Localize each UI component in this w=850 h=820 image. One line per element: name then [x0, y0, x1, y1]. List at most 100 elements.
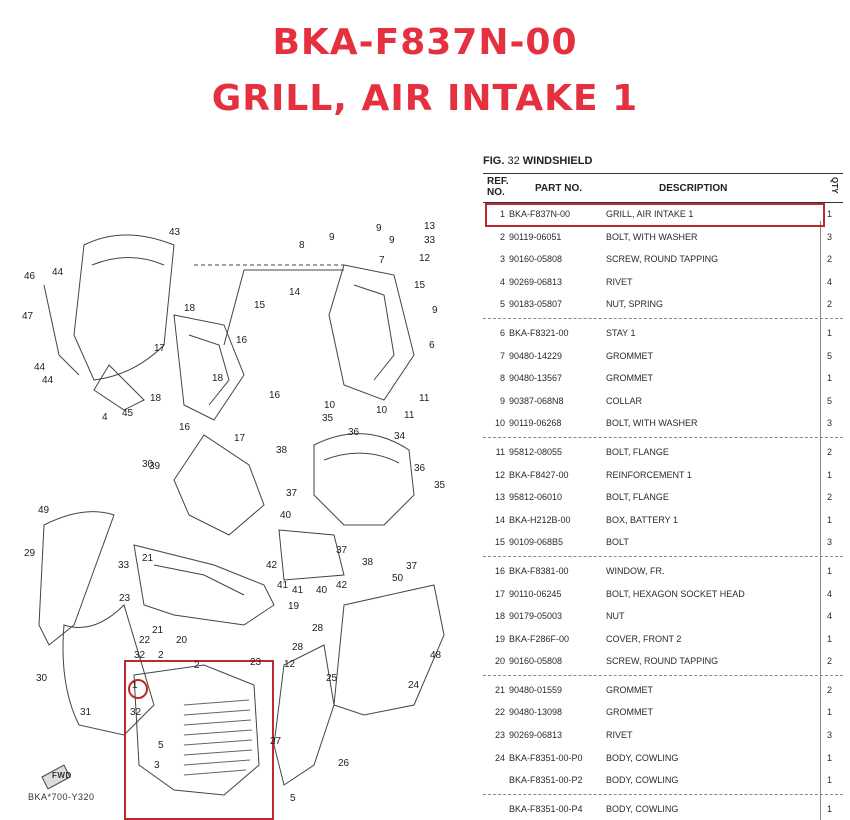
description: STAY 1	[606, 327, 636, 338]
callout-18: 18	[184, 303, 196, 314]
callout-10: 10	[324, 400, 336, 411]
ref-no: 11	[495, 446, 505, 457]
description: BODY, COWLING	[606, 752, 679, 763]
fig-label: FIG.	[483, 155, 505, 167]
description: COVER, FRONT 2	[606, 633, 682, 644]
quantity: 1	[827, 803, 833, 814]
callout-35b: 35	[434, 480, 446, 491]
callout-16b: 16	[236, 335, 248, 346]
part-no: 90480-13567	[509, 373, 563, 384]
callout-13: 13	[424, 221, 436, 232]
callout-15b: 15	[414, 280, 426, 291]
quantity: 1	[827, 209, 833, 219]
description: BOLT, FLANGE	[606, 492, 669, 503]
group-separator	[483, 555, 843, 557]
part-name-heading: GRILL, AIR INTAKE 1	[211, 78, 639, 119]
callout-33: 33	[424, 235, 436, 246]
ref-no: 14	[494, 514, 505, 525]
description: SCREW, ROUND TAPPING	[606, 656, 719, 667]
quantity: 2	[827, 254, 833, 265]
callout-32: 32	[134, 650, 146, 661]
quantity: 1	[827, 327, 833, 338]
ref-no: 13	[494, 492, 505, 503]
group-separator	[483, 674, 843, 676]
callout-25: 25	[326, 673, 338, 684]
ref-no: 19	[494, 633, 505, 644]
quantity: 2	[827, 299, 833, 310]
callout-48: 48	[430, 650, 442, 661]
description: BODY, COWLING	[606, 775, 679, 786]
callout-21: 21	[142, 553, 154, 564]
callout-6: 6	[429, 340, 435, 351]
quantity: 3	[827, 418, 833, 429]
callout-42: 42	[266, 560, 278, 571]
ref-no: 17	[494, 588, 505, 599]
callout-10b: 10	[376, 405, 388, 416]
selected-row-highlight	[485, 203, 825, 227]
description: NUT	[606, 611, 625, 622]
col-part-no: PART NO.	[535, 183, 583, 194]
callout-16c: 16	[269, 390, 281, 401]
ref-no: 12	[494, 469, 505, 480]
ref-no: 7	[499, 350, 505, 361]
callout-1: 1	[132, 680, 138, 691]
callout-38: 38	[276, 445, 288, 456]
callout-5b: 5	[290, 793, 296, 804]
callout-9d: 9	[432, 305, 438, 316]
grill-highlight-box	[124, 660, 274, 820]
description: COLLAR	[606, 395, 643, 406]
description: RIVET	[606, 730, 633, 741]
callout-45: 45	[122, 408, 134, 419]
description: RIVET	[606, 276, 633, 287]
callout-2: 2	[158, 650, 164, 661]
callout-29: 29	[24, 548, 36, 559]
callout-12: 12	[419, 253, 431, 264]
part-no: BKA-H212B-00	[509, 514, 571, 525]
quantity: 1	[827, 514, 833, 525]
description: GROMMET	[606, 707, 653, 718]
callout-37b: 37	[336, 545, 348, 556]
callout-27: 27	[270, 736, 282, 747]
description: GROMMET	[606, 350, 653, 361]
callout-44: 44	[52, 267, 64, 278]
quantity: 4	[827, 588, 833, 599]
ref-no: 10	[494, 418, 505, 429]
callout-36b: 36	[414, 463, 426, 474]
description: WINDOW, FR.	[606, 565, 665, 576]
callout-46: 46	[24, 271, 36, 282]
windshield-shape	[73, 234, 175, 381]
callout-37c: 37	[406, 561, 418, 572]
part-no: BKA-F8427-00	[509, 469, 569, 480]
fig-name: WINDSHIELD	[522, 155, 593, 167]
ref-no: 22	[494, 707, 505, 718]
part-number-heading: BKA-F837N-00	[272, 22, 578, 63]
callout-22: 22	[139, 635, 151, 646]
part-no: 90269-06813	[509, 730, 563, 741]
callout-47: 47	[22, 311, 34, 322]
part-no: 90119-06051	[509, 231, 562, 242]
callout-41b: 41	[292, 585, 304, 596]
ref-no: 4	[499, 276, 505, 287]
description: BOLT, WITH WASHER	[606, 418, 698, 429]
callout-9: 9	[329, 232, 335, 243]
callout-49: 49	[38, 505, 50, 516]
callout-21b: 21	[152, 625, 164, 636]
quantity: 1	[827, 469, 833, 480]
callout-37: 37	[286, 488, 298, 499]
part-no: 90387-068N8	[509, 395, 564, 406]
ref-no: 8	[499, 373, 505, 384]
callout-9c: 9	[389, 235, 395, 246]
description: BOLT	[606, 537, 629, 548]
quantity: 3	[827, 537, 833, 548]
ref-no: 1	[499, 209, 505, 219]
